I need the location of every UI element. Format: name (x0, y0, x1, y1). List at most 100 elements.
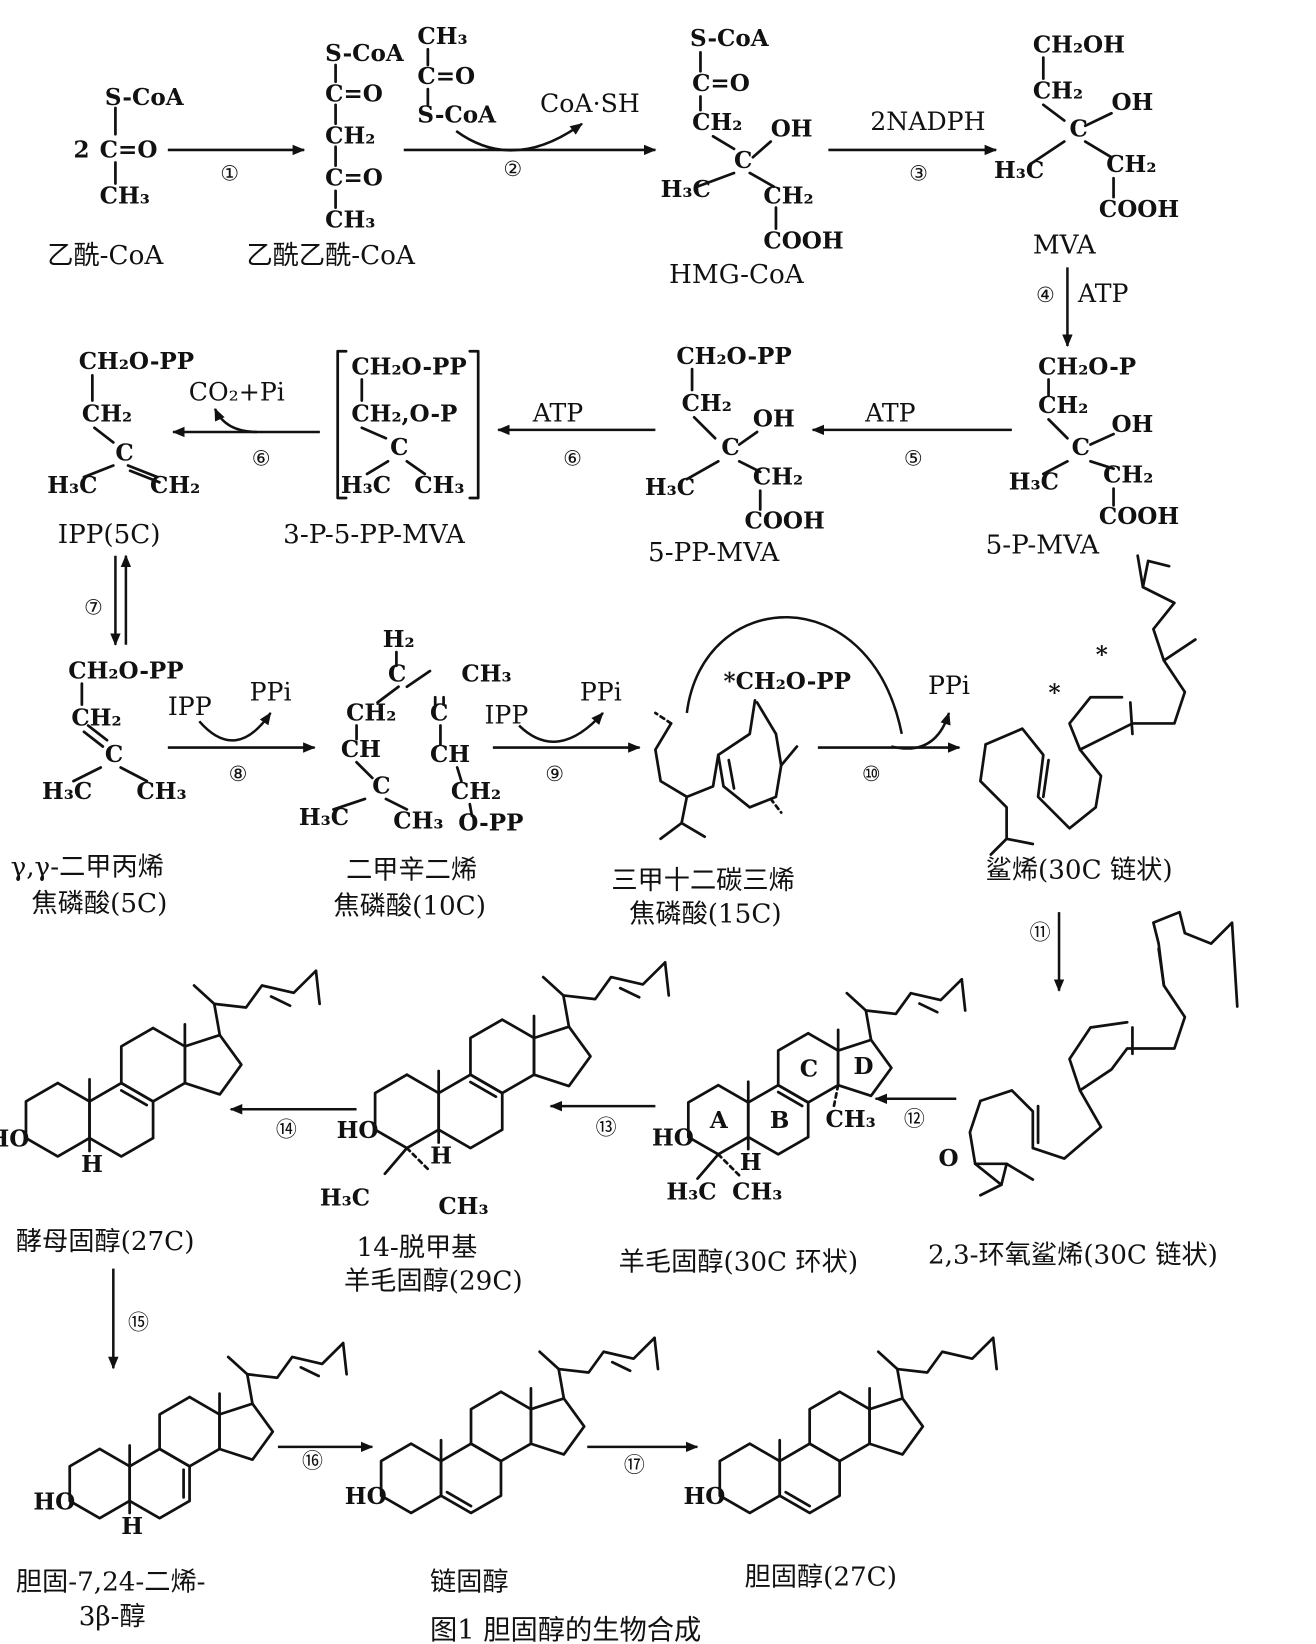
fpp-bond (774, 732, 783, 767)
steroid-ring-B (88, 1081, 155, 1158)
bond (751, 140, 773, 159)
formula-group-gpp: CH₂ (451, 778, 501, 805)
compound-label-demethyl-1: 14-脱甲基 (357, 1233, 478, 1263)
side-chain (864, 977, 964, 1016)
methyl-c4-label: CH₃ (732, 1178, 782, 1205)
formula-group-fpp: *CH₂O-PP (724, 668, 851, 695)
formula-group-dmapp: CH₃ (136, 778, 186, 805)
compound-label-dienol-1: 胆固-7,24-二烯- (16, 1568, 206, 1598)
double-bond (727, 758, 736, 790)
step-number-5: ⑤ (904, 447, 923, 471)
formula-group-hmg: CH₂ (692, 109, 742, 136)
formula-group-mva: H₃C (994, 157, 1044, 184)
formula-group-ppmva3: H₃C (341, 472, 391, 499)
double-bond (1128, 701, 1134, 736)
side-chain-methyl (314, 969, 321, 1006)
bond (72, 766, 103, 783)
formula-group-hmg: H₃C (661, 176, 711, 203)
double-bond-24 (269, 995, 292, 1008)
h5-label: H (81, 1151, 103, 1178)
steroid-ring-A (373, 1073, 441, 1150)
bond (93, 426, 115, 444)
ring-label-C: C (800, 1055, 818, 1082)
formula-group-ppmva: COOH (744, 507, 824, 534)
step-number-3: ③ (909, 161, 928, 185)
reagent-ppi9: PPi (580, 677, 622, 706)
methyl-c4a (383, 1146, 409, 1176)
double-bond-24 (299, 1366, 321, 1378)
compound-label-dienol-2: 3β-醇 (79, 1602, 146, 1632)
compound-label-gpp-1: 二甲辛二烯 (346, 856, 477, 886)
fpp-bond (755, 701, 778, 736)
methyl-c4b (716, 1153, 741, 1177)
compound-label-desmosterol: 链固醇 (430, 1568, 509, 1598)
formula-group-squalene: * (1049, 679, 1061, 706)
steroid-ring-D (529, 1397, 586, 1456)
bond (82, 730, 105, 748)
formula-group-pmva: H₃C (1009, 469, 1059, 496)
step-number-18: ⑰ (624, 1453, 645, 1477)
compound-label-dmapp-2: 焦磷酸(5C) (32, 889, 168, 919)
methyl-c14 (832, 1083, 840, 1108)
formula-group-gpp: C (372, 773, 390, 800)
step-number-16: ⑮ (128, 1310, 149, 1334)
hydroxyl-label: HO (652, 1124, 694, 1151)
steroid-ring-D (532, 1025, 592, 1088)
formula-group-hmg: COOH (763, 227, 843, 254)
oxido-skeleton (973, 1162, 1008, 1197)
formula-group-ppmva3: C (390, 434, 408, 461)
compound-label-fpp-1: 三甲十二碳三烯 (611, 866, 794, 896)
formula-group-gpp: C (388, 661, 406, 688)
formula-group-ppmva3: CH₃ (414, 472, 464, 499)
step-number-14: ⑬ (596, 1115, 617, 1139)
formula-group-ipp: CH₂ (82, 400, 132, 427)
side-chain (562, 961, 667, 1001)
formula-group-gpp: H₂ (383, 626, 415, 653)
formula-group-hmg: OH (771, 115, 813, 142)
fpp-skeleton (659, 795, 689, 841)
formula-group-pmva: CH₂ (1038, 392, 1088, 419)
h5-label: H (121, 1513, 143, 1540)
formula-group-pmva: COOH (1099, 503, 1179, 530)
formula-group-mva: CH₂OH (1033, 31, 1125, 58)
reagent-atp5: ATP (864, 398, 916, 427)
reagent-coash: CoA·SH (540, 89, 640, 118)
formula-group-acetoacetyl: S-CoA (417, 102, 497, 129)
figure-caption: 图1 胆固醇的生物合成 (430, 1615, 701, 1644)
side-chain-methyl (341, 1341, 348, 1376)
h5-label: H (430, 1143, 452, 1170)
methyl-c4-label: H₃C (666, 1178, 716, 1205)
formula-group-mva: CH₂ (1106, 151, 1156, 178)
formula-group-ipp: CH₂O-PP (79, 348, 194, 375)
bond (332, 797, 367, 811)
compound-label-p-mva: 5-P-MVA (986, 531, 1101, 561)
side-chain (864, 1009, 873, 1042)
compound-label-dmapp-1: γ,γ-二甲丙烯 (11, 852, 164, 882)
step-number-11: ⑩ (862, 762, 881, 786)
arrow-ppi-10 (890, 711, 951, 750)
bond (1041, 459, 1069, 476)
side-chain (212, 969, 318, 1009)
methyl-c4a (696, 1153, 720, 1180)
compound-label-squalene: 鲨烯(30C 链状) (986, 856, 1173, 886)
step-number-12: ⑪ (1030, 920, 1051, 944)
bond (468, 802, 474, 818)
steroid-ring-B (437, 1073, 504, 1150)
formula-group-pmva: C (1072, 434, 1090, 461)
compound-label-hmg-coa: HMG-CoA (669, 260, 805, 290)
bond (405, 459, 427, 476)
oxido-skeleton (1078, 910, 1239, 1092)
h5-label: H (740, 1149, 762, 1176)
steroid-ring-C (469, 1018, 536, 1095)
bond (119, 766, 149, 783)
side-chain (562, 994, 571, 1029)
side-chain-methyl (538, 1350, 561, 1371)
formula-group-pmva: CH₂O-P (1038, 353, 1136, 380)
formula-group-pmva: CH₂ (1103, 461, 1153, 488)
formula-group-ppmva: CH₂ (753, 463, 803, 490)
steroid-ring-D (183, 1033, 243, 1096)
formula-group-acetoacetyl: C=O (417, 63, 475, 90)
formula-group-gpp: CH₃ (393, 807, 443, 834)
reaction-arrows (108, 122, 1073, 1453)
